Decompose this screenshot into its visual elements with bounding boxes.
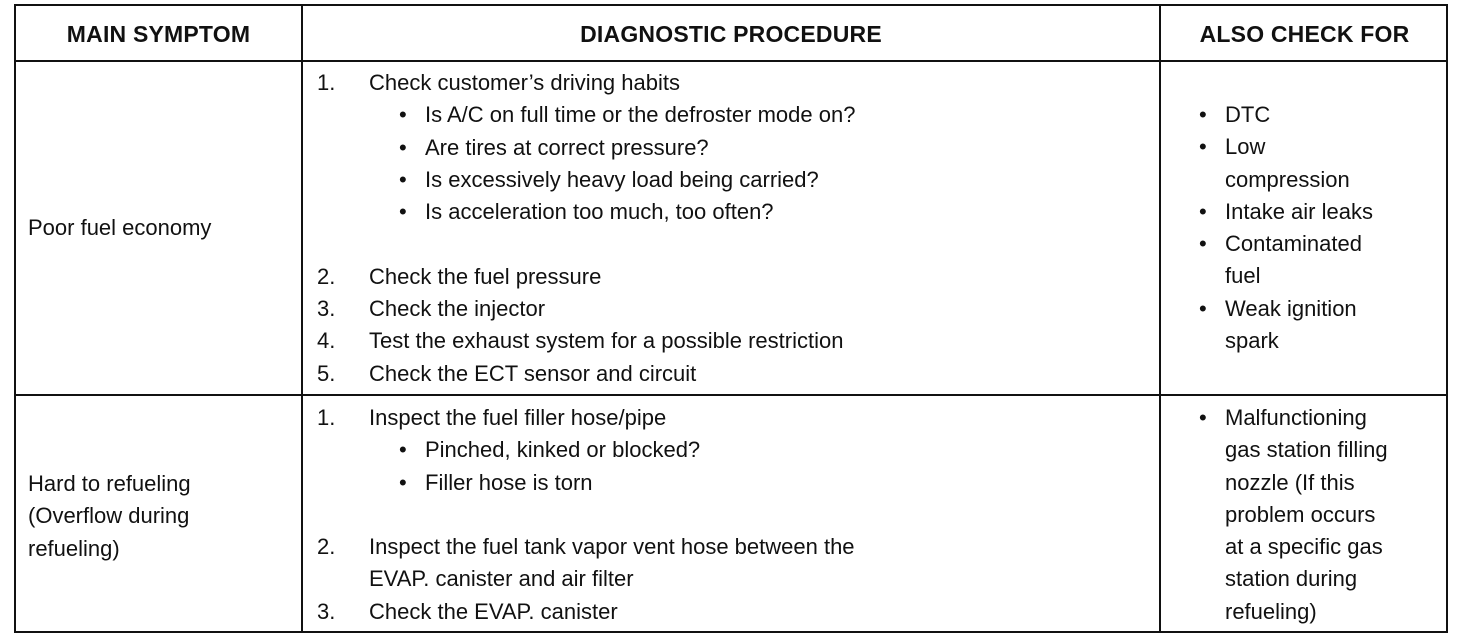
procedure-step: 4. Test the exhaust system for a possibl… (317, 325, 1147, 357)
column-divider (1159, 6, 1161, 631)
also-check-text: problem occurs (1225, 501, 1376, 527)
also-check-text: refueling) (1225, 598, 1317, 624)
step-text: Check the ECT sensor and circuit (369, 360, 697, 386)
also-check-text: at a specific gas (1225, 534, 1383, 560)
also-check-item: • Low (1199, 131, 1444, 163)
also-check-text: nozzle (If this (1225, 469, 1355, 495)
also-check-item: refueling) (1199, 596, 1444, 628)
step-text: Test the exhaust system for a possible r… (369, 328, 844, 354)
also-check-item: • Weak ignition (1199, 293, 1444, 325)
header-diagnostic-procedure: DIAGNOSTIC PROCEDURE (580, 20, 882, 47)
step-number: 2. (317, 534, 336, 560)
step-text: Check customer’s driving habits (369, 70, 680, 95)
procedure-step: 2. Inspect the fuel tank vapor vent hose… (317, 531, 1147, 563)
substep-text: Are tires at correct pressure? (425, 134, 709, 160)
procedure-cell: 1. Inspect the fuel filler hose/pipe • Pi… (317, 402, 1147, 628)
step-number: 2. (317, 263, 336, 289)
row-divider (16, 60, 1446, 62)
step-text: EVAP. canister and air filter (369, 566, 634, 592)
also-check-item: compression (1199, 164, 1444, 196)
procedure-substep: • Is acceleration too much, too often? (317, 196, 1147, 228)
procedure-step: 1. Check customer’s driving habits (317, 67, 1147, 99)
also-check-text: Contaminated (1225, 231, 1362, 257)
substep-text: Pinched, kinked or blocked? (425, 437, 701, 463)
also-check-item: gas station filling (1199, 434, 1444, 466)
also-check-text: compression (1225, 166, 1350, 192)
bullet-icon: • (399, 437, 407, 463)
symptom-text: Hard to refueling (28, 471, 191, 496)
also-check-item: • Contaminated (1199, 228, 1444, 260)
row-divider (16, 394, 1446, 396)
step-number: 3. (317, 296, 336, 322)
bullet-icon: • (399, 134, 407, 160)
also-check-text: station during (1225, 566, 1358, 592)
procedure-step: 1. Inspect the fuel filler hose/pipe (317, 402, 1147, 434)
also-check-item: problem occurs (1199, 499, 1444, 531)
also-check-item: • Malfunctioning (1199, 402, 1444, 434)
procedure-substep: • Is A/C on full time or the defroster mo… (317, 99, 1147, 131)
procedure-step: 3. Check the injector (317, 293, 1147, 325)
symptom-cell: Hard to refueling (Overflow during refue… (28, 468, 191, 565)
procedure-substep: • Is excessively heavy load being carried… (317, 164, 1147, 196)
bullet-icon: • (1199, 198, 1207, 224)
substep-text: Is acceleration too much, too often? (425, 199, 774, 225)
also-check-cell: •DTC •Low compression •Intake air leaks … (1199, 99, 1444, 357)
symptom-text: refueling) (28, 535, 120, 561)
also-check-text: Low (1225, 134, 1266, 160)
procedure-step: 3. Check the EVAP. canister (317, 596, 1147, 628)
bullet-icon: • (399, 166, 407, 192)
header-also-check-for: ALSO CHECK FOR (1199, 20, 1410, 47)
symptom-text: Poor fuel economy (28, 215, 212, 240)
substep-text: Is excessively heavy load being carried? (425, 166, 819, 192)
step-number: 1. (317, 405, 336, 430)
also-check-item: spark (1199, 325, 1444, 357)
column-divider (301, 6, 303, 631)
also-check-text: spark (1225, 328, 1279, 354)
step-text: Inspect the fuel tank vapor vent hose be… (369, 534, 855, 560)
also-check-text: fuel (1225, 263, 1261, 289)
bullet-icon: • (399, 469, 407, 495)
step-number: 5. (317, 360, 336, 386)
bullet-icon: • (399, 102, 407, 128)
also-check-item: station during (1199, 563, 1444, 595)
procedure-substep: • Filler hose is torn (317, 467, 1147, 499)
step-number: 4. (317, 328, 336, 354)
also-check-item: nozzle (If this (1199, 467, 1444, 499)
also-check-text: Malfunctioning (1225, 405, 1367, 430)
procedure-step: 2. Check the fuel pressure (317, 261, 1147, 293)
also-check-text: Weak ignition (1225, 295, 1357, 321)
also-check-text: DTC (1225, 102, 1271, 127)
procedure-substep: • Pinched, kinked or blocked? (317, 434, 1147, 466)
bullet-icon: • (1199, 102, 1207, 127)
step-number: 3. (317, 598, 336, 624)
bullet-icon: • (399, 199, 407, 225)
bullet-icon: • (1199, 134, 1207, 160)
bullet-icon: • (1199, 231, 1207, 257)
procedure-substep: • Are tires at correct pressure? (317, 132, 1147, 164)
also-check-item: at a specific gas (1199, 531, 1444, 563)
also-check-item: fuel (1199, 260, 1444, 292)
bullet-icon: • (1199, 295, 1207, 321)
also-check-text: gas station filling (1225, 437, 1388, 463)
also-check-cell: • Malfunctioning gas station filling nozz… (1199, 402, 1444, 628)
also-check-item: • DTC (1199, 99, 1444, 131)
procedure-step-continued: EVAP. canister and air filter (317, 563, 1147, 595)
substep-text: Filler hose is torn (425, 469, 593, 495)
substep-text: Is A/C on full time or the defroster mod… (425, 102, 856, 128)
symptom-cell: Poor fuel economy (28, 212, 211, 244)
step-text: Inspect the fuel filler hose/pipe (369, 405, 667, 430)
also-check-text: Intake air leaks (1225, 198, 1373, 224)
step-text: Check the injector (369, 296, 546, 322)
also-check-item: • Intake air leaks (1199, 196, 1444, 228)
bullet-icon: • (1199, 405, 1207, 430)
step-text: Check the EVAP. canister (369, 598, 618, 624)
diagnostic-table: MAIN SYMPTOM DIAGNOSTIC PROCEDURE ALSO C… (14, 4, 1448, 633)
step-text: Check the fuel pressure (369, 263, 602, 289)
procedure-step: 5. Check the ECT sensor and circuit (317, 358, 1147, 390)
header-main-symptom: MAIN SYMPTOM (66, 20, 251, 47)
symptom-text: (Overflow during (28, 503, 190, 529)
step-number: 1. (317, 70, 336, 95)
procedure-cell: 1. Check customer’s driving habits • Is A… (317, 67, 1147, 390)
